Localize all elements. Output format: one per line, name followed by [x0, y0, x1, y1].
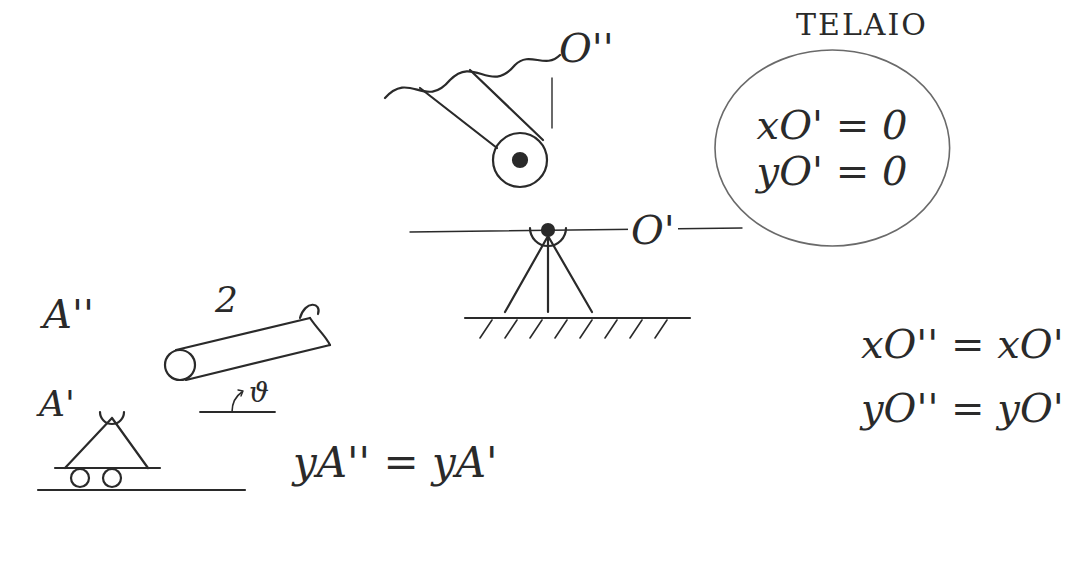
- link-edge: [176, 318, 310, 350]
- sketch-label: O'': [556, 26, 617, 70]
- sketch-label: yA'' = yA': [290, 440, 501, 486]
- ground-line: [38, 489, 245, 491]
- sketch-label: yO'' = yO': [858, 386, 1067, 430]
- sketch-label: ϑ: [246, 378, 272, 409]
- wheel: [71, 469, 89, 487]
- hinge-support: [505, 236, 592, 312]
- frame-ellipse: TELAIOxO' = 0yO' = 0: [713, 48, 952, 248]
- sketch-label: A'': [40, 292, 97, 336]
- ellipse-outline: [715, 50, 950, 246]
- sketch-label: xO'' = xO': [858, 322, 1067, 366]
- angle-arrow: [238, 390, 243, 396]
- wheel: [103, 469, 121, 487]
- reference-line: [410, 228, 742, 232]
- cart-base: [55, 467, 160, 469]
- cart-support: [65, 418, 148, 468]
- constraint-equation: xO' = 0: [757, 102, 908, 148]
- sketch-label: A': [36, 384, 78, 424]
- link-edge: [186, 345, 330, 380]
- link-eye: [165, 350, 195, 380]
- angle-reference: [200, 411, 275, 413]
- break-line: [385, 55, 560, 98]
- link-eye: [493, 133, 547, 187]
- ground-hatch: [480, 320, 667, 338]
- sketch-label: O': [628, 208, 678, 252]
- break-line: [300, 305, 330, 345]
- ground-line: [465, 317, 690, 319]
- frame-heading: TELAIO: [796, 8, 928, 43]
- sketch-label: 2: [212, 280, 241, 320]
- constraint-equation: yO' = 0: [757, 148, 908, 194]
- leader-line: [551, 78, 552, 128]
- link-edge: [470, 70, 543, 140]
- link-edge: [420, 88, 497, 148]
- pin: [513, 153, 527, 167]
- angle-arc: [232, 392, 242, 412]
